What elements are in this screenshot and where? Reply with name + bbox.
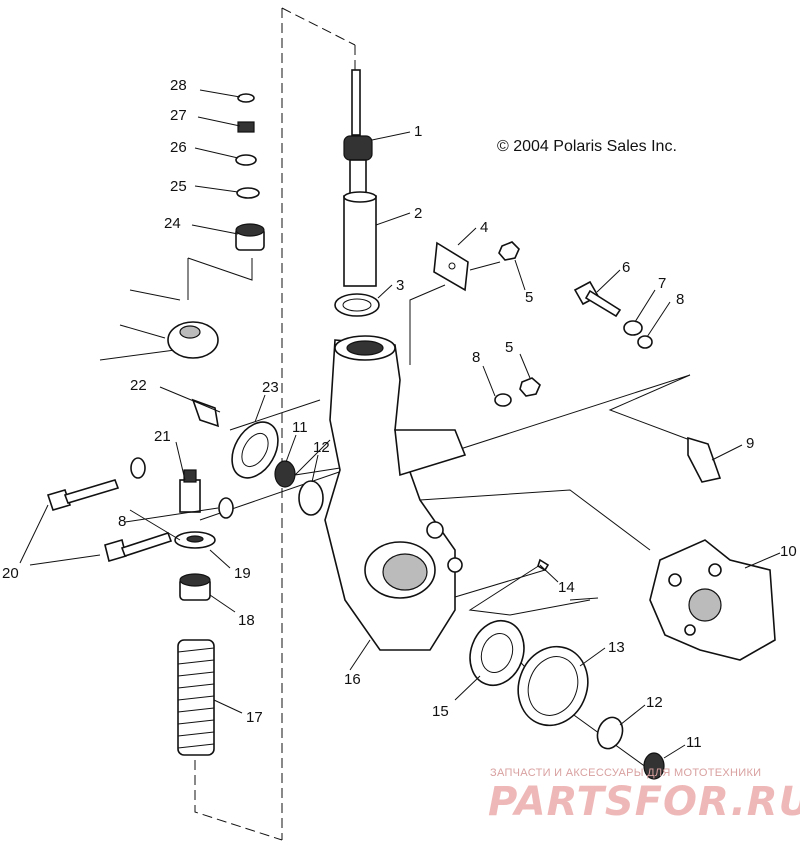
spring (177, 639, 215, 756)
callout-4: 4 (480, 219, 488, 236)
callout-numbers: 1 2 3 4 5 5 6 7 8 8 8 9 10 11 11 12 12 1… (2, 77, 797, 751)
callout-7: 7 (658, 275, 666, 292)
watermark-brand: PARTSFOR.RU (488, 779, 800, 825)
callout-8c: 8 (118, 513, 126, 530)
callout-5a: 5 (525, 289, 533, 306)
callout-21: 21 (154, 428, 171, 445)
callout-13: 13 (608, 639, 625, 656)
callout-1: 1 (414, 123, 422, 140)
callout-3: 3 (396, 277, 404, 294)
callout-26: 26 (170, 139, 187, 156)
callout-20: 20 (2, 565, 19, 582)
callout-12b: 12 (646, 694, 663, 711)
callout-9: 9 (746, 435, 754, 452)
callout-8b: 8 (472, 349, 480, 366)
callout-5b: 5 (505, 339, 513, 356)
callout-18: 18 (238, 612, 255, 629)
callout-28: 28 (170, 77, 187, 94)
watermark-subtitle: ЗАПЧАСТИ И АКСЕССУАРЫ ДЛЯ МОТОТЕХНИКИ (490, 767, 761, 779)
callout-6: 6 (622, 259, 630, 276)
callout-2: 2 (414, 205, 422, 222)
callout-14: 14 (558, 579, 575, 596)
callout-11a: 11 (292, 419, 308, 436)
lower-hardware (46, 398, 324, 756)
leader-lines (19, 89, 781, 759)
bracket-and-nuts (433, 241, 541, 407)
callout-27: 27 (170, 107, 187, 124)
shock-top-hardware (235, 93, 265, 251)
brake-pad (687, 436, 722, 483)
callout-17: 17 (246, 709, 263, 726)
callout-10: 10 (780, 543, 797, 560)
strut-assembly (334, 69, 380, 317)
steering-knuckle (324, 335, 467, 651)
upper-mount (99, 289, 219, 361)
callout-24: 24 (164, 215, 181, 232)
caliper-bolt (573, 280, 653, 349)
brake-caliper (649, 539, 776, 661)
watermark: ЗАПЧАСТИ И АКСЕССУАРЫ ДЛЯ МОТОТЕХНИКИ PA… (488, 767, 800, 825)
callout-8a: 8 (676, 291, 684, 308)
callout-19: 19 (234, 565, 251, 582)
callout-23: 23 (262, 379, 279, 396)
callout-22: 22 (130, 377, 147, 394)
callout-11b: 11 (686, 734, 702, 751)
callout-16: 16 (344, 671, 361, 688)
callout-12a: 12 (313, 439, 330, 456)
copyright-notice: © 2004 Polaris Sales Inc. (497, 138, 677, 155)
callout-25: 25 (170, 178, 187, 195)
callout-15: 15 (432, 703, 449, 720)
